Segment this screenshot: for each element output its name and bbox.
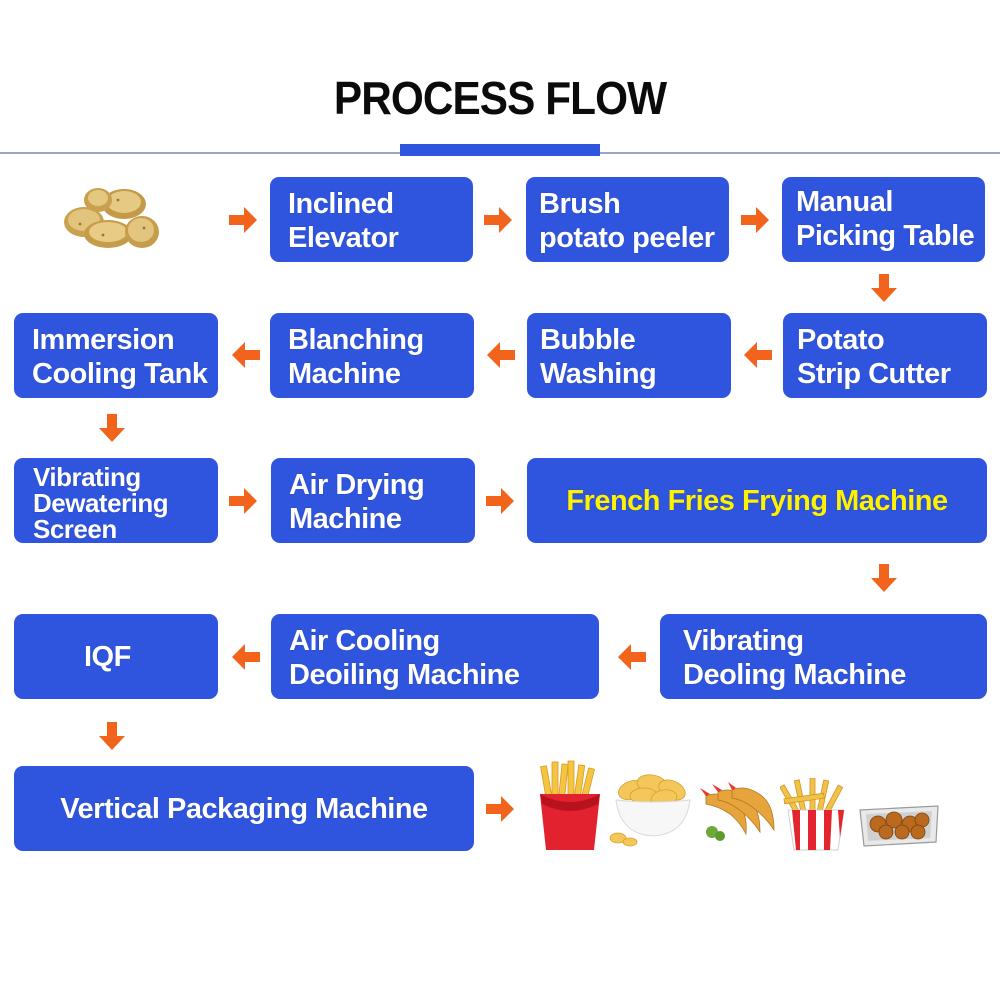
arrow-left-icon	[741, 338, 775, 372]
fried-chicken-tray-image	[856, 798, 942, 850]
arrow-down-icon	[867, 271, 901, 305]
arrow-right-icon	[483, 792, 517, 826]
arrow-down-icon	[95, 719, 129, 753]
arrow-right-icon	[226, 484, 260, 518]
arrow-right-icon	[483, 484, 517, 518]
potatoes-image	[58, 180, 162, 256]
arrow-left-icon	[229, 640, 263, 674]
step-iqf: IQF	[14, 614, 218, 699]
potato-chips-bowl-image	[606, 768, 700, 848]
arrow-right-icon	[738, 203, 772, 237]
arrow-down-icon	[867, 561, 901, 595]
arrow-left-icon	[615, 640, 649, 674]
arrow-right-icon	[226, 203, 260, 237]
arrow-down-icon	[95, 411, 129, 445]
french-fries-box-image	[534, 760, 606, 852]
arrow-left-icon	[484, 338, 518, 372]
title-divider-accent	[400, 144, 600, 156]
fried-shrimp-image	[700, 782, 780, 842]
page-title: PROCESS FLOW	[333, 72, 667, 124]
step-vertical-packaging-machine: Vertical Packaging Machine	[14, 766, 474, 851]
step-french-fries-frying-machine: French Fries Frying Machine	[527, 458, 987, 543]
arrow-left-icon	[229, 338, 263, 372]
fries-paper-cup-image	[780, 778, 852, 852]
arrow-right-icon	[481, 203, 515, 237]
